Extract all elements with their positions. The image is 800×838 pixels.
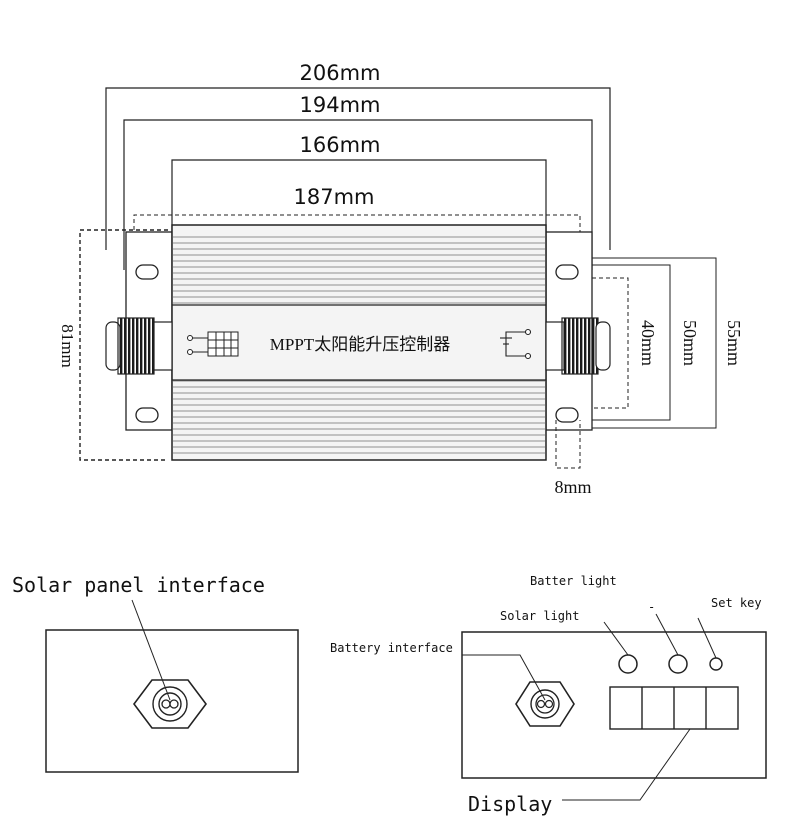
dim-line-194: [123, 119, 593, 270]
battery-interface-label: Battery interface: [330, 641, 453, 655]
battery-symbol: [500, 328, 532, 360]
dim-line-206: [105, 87, 611, 250]
top-view: [79, 87, 717, 469]
cable-gland-left: [105, 317, 173, 375]
device-label: MPPT太阳能升压控制器: [270, 335, 450, 354]
batter-light-label: Batter light: [530, 574, 617, 588]
dim-label-8: 8mm: [554, 477, 591, 497]
solar-light-leader: [603, 621, 629, 656]
battery-side-view: [461, 613, 767, 801]
display-label: Display: [468, 792, 552, 816]
solar-light-label: Solar light: [500, 609, 579, 623]
dim-line-8: [555, 420, 581, 469]
solar-light-indicator: [618, 654, 638, 674]
dim-label-194: 194mm: [300, 93, 381, 117]
solar-panel-symbol: [187, 331, 239, 357]
dim-line-55: [592, 257, 717, 429]
dim-line-40: [592, 277, 629, 409]
battery-interface-leader: [462, 654, 546, 701]
battery-connector-icon: [515, 681, 575, 727]
set-key-leader: [697, 617, 717, 659]
dim-label-50: 50mm: [680, 320, 700, 366]
dim-line-81: [79, 229, 168, 461]
body-fins-top: [173, 232, 545, 304]
dim-label-187: 187mm: [294, 185, 375, 209]
display-panel: [609, 686, 739, 730]
mount-slot-right-bottom: [555, 407, 579, 423]
solar-panel-interface-label: Solar panel interface: [12, 573, 265, 597]
solar-panel-leader-line: [131, 599, 171, 701]
body-fins-bottom: [173, 380, 545, 456]
dim-label-55: 55mm: [724, 320, 744, 366]
set-key-label: Set key: [711, 596, 762, 610]
mount-slot-left-bottom: [135, 407, 159, 423]
solar-panel-connector-icon: [133, 679, 207, 729]
dash-label: -: [648, 600, 655, 614]
dim-line-166: [171, 159, 547, 232]
dim-label-166: 166mm: [300, 133, 381, 157]
display-leader: [562, 728, 691, 801]
dim-label-206: 206mm: [300, 61, 381, 85]
dim-label-81: 81mm: [58, 324, 77, 367]
dim-line-50: [592, 264, 671, 421]
set-key-button: [709, 657, 723, 671]
battery-light-leader: [655, 613, 679, 656]
mount-slot-right-top: [555, 264, 579, 280]
solar-panel-side-view: [45, 599, 299, 773]
battery-light-indicator: [668, 654, 688, 674]
dim-label-40: 40mm: [638, 320, 658, 366]
cable-gland-right: [545, 317, 611, 375]
mount-slot-left-top: [135, 264, 159, 280]
